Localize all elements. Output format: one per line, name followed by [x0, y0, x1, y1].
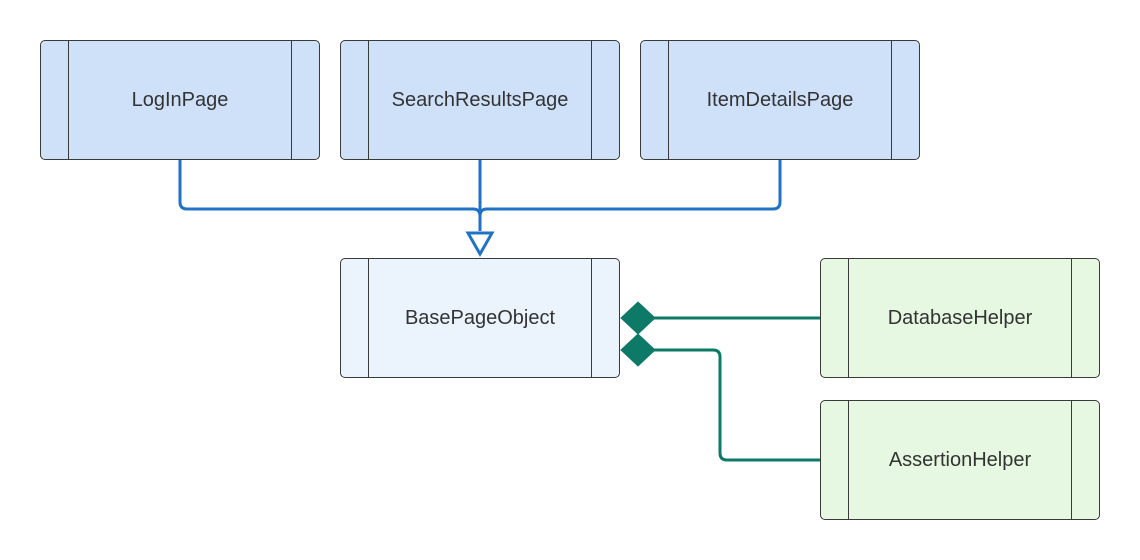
search-results-page-node[interactable]: SearchResultsPage — [340, 40, 620, 160]
composition-diamond-assertion — [620, 333, 656, 367]
inheritance-arrowhead — [465, 231, 495, 258]
assertion-helper-node[interactable]: AssertionHelper — [820, 400, 1100, 520]
item-details-page-label: ItemDetailsPage — [706, 88, 854, 111]
search-results-page-label: SearchResultsPage — [391, 88, 569, 111]
database-helper-node[interactable]: DatabaseHelper — [820, 258, 1100, 378]
login-page-node[interactable]: LogInPage — [40, 40, 320, 160]
assertion-helper-label: AssertionHelper — [888, 448, 1032, 471]
inheritance-connector-login — [178, 160, 482, 231]
composition-connector-assertion — [654, 348, 820, 462]
login-page-label: LogInPage — [131, 88, 229, 111]
base-page-object-node[interactable]: BasePageObject — [340, 258, 620, 378]
composition-diamond-database — [620, 301, 656, 335]
inheritance-connector-item — [478, 160, 782, 217]
base-page-object-label: BasePageObject — [404, 306, 556, 329]
item-details-page-node[interactable]: ItemDetailsPage — [640, 40, 920, 160]
database-helper-label: DatabaseHelper — [887, 306, 1033, 329]
